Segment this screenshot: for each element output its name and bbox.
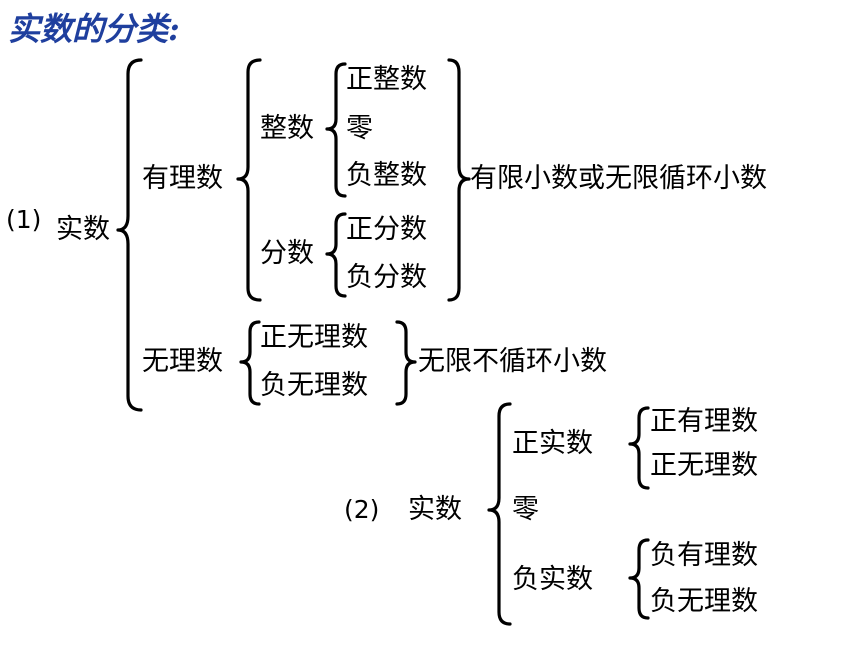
tree1-negative-irrationals: 负无理数	[260, 370, 368, 401]
tree2-positive-rationals: 正有理数	[650, 406, 758, 437]
tree2-marker: (2)	[344, 495, 380, 524]
tree2-positive-reals: 正实数	[512, 428, 593, 459]
tree1-root-real-numbers: 实数	[56, 214, 110, 245]
tree1-positive-fractions: 正分数	[346, 214, 427, 245]
tree2-negative-reals: 负实数	[512, 564, 593, 595]
tree1-rational-note: 有限小数或无限循环小数	[470, 163, 767, 194]
brace-fractions	[325, 212, 347, 298]
brace-negative-reals	[628, 538, 650, 620]
brace-real-numbers	[116, 58, 143, 412]
tree1-irrational-numbers: 无理数	[142, 346, 223, 377]
tree2-root-real-numbers: 实数	[408, 494, 462, 525]
tree1-positive-irrationals: 正无理数	[260, 322, 368, 353]
tree2-zero: 零	[512, 494, 539, 525]
brace-positive-reals	[628, 406, 650, 490]
tree2-negative-irrationals: 负无理数	[650, 586, 758, 617]
tree2-positive-irrationals: 正无理数	[650, 450, 758, 481]
tree1-marker: (1)	[6, 205, 42, 234]
tree1-positive-integers: 正整数	[346, 64, 427, 95]
brace-irrational-right	[395, 320, 417, 406]
brace-integers	[325, 62, 347, 198]
tree2-negative-rationals: 负有理数	[650, 540, 758, 571]
tree1-negative-fractions: 负分数	[346, 262, 427, 293]
tree1-rational-numbers: 有理数	[142, 163, 223, 194]
page-title: 实数的分类:	[8, 10, 180, 48]
brace-irrational-numbers	[239, 320, 261, 406]
tree1-negative-integers: 负整数	[346, 160, 427, 191]
brace-rational-numbers	[236, 58, 262, 302]
brace-rational-right	[447, 58, 471, 302]
tree1-irrational-note: 无限不循环小数	[418, 346, 607, 377]
tree1-integers: 整数	[260, 113, 314, 144]
brace-tree2-real-numbers	[487, 402, 512, 626]
tree1-zero: 零	[346, 113, 373, 144]
tree1-fractions: 分数	[260, 238, 314, 269]
